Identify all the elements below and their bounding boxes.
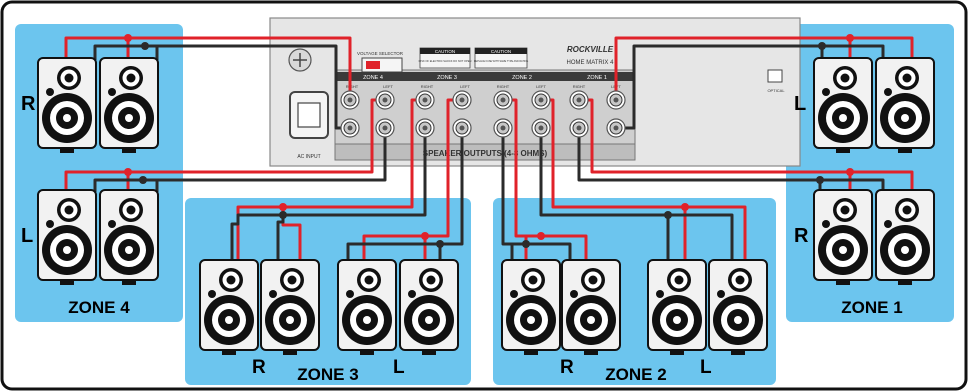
- speaker-zone1-l-2: [875, 57, 935, 154]
- terminal-zone3-left-neg: [452, 118, 472, 138]
- terminal-zone3-left-pos: [452, 90, 472, 110]
- zone4-top-letter: R: [21, 93, 36, 115]
- optical-port: [767, 69, 783, 83]
- ch3-right: RIGHT: [421, 84, 434, 89]
- zone4-bottom-letter: L: [21, 225, 33, 247]
- caution-1-title: CAUTION: [435, 49, 455, 54]
- terminal-zone2-left-neg: [531, 118, 551, 138]
- wire-zone2-r-neg-b: [512, 242, 572, 262]
- terminal-zone4-right-neg: [340, 118, 360, 138]
- zone1-top-letter: L: [794, 93, 806, 115]
- wire-zone2-r-pos-b: [526, 234, 588, 262]
- speaker-zone4-l-2: [99, 189, 159, 286]
- wire-zone2-r-neg: [501, 128, 514, 262]
- ch3-left: LEFT: [460, 84, 470, 89]
- wire-zone4-bot-neg-b: [143, 178, 159, 192]
- ch-zone4: ZONE 4: [363, 75, 383, 81]
- speaker-zone3-r-1: [199, 259, 259, 356]
- zone1-label: ZONE 1: [841, 298, 902, 317]
- terminal-zone4-left-pos: [375, 90, 395, 110]
- zone2-label: ZONE 2: [605, 365, 666, 384]
- ch1-right: RIGHT: [573, 84, 586, 89]
- wire-zone1-bot-neg: [577, 128, 885, 192]
- terminal-zone3-right-pos: [415, 90, 435, 110]
- wire-zone4-bot-neg: [93, 128, 387, 192]
- speaker-zone3-l-1: [337, 259, 397, 356]
- zone4-label: ZONE 4: [68, 298, 130, 317]
- terminal-zone2-right-pos: [493, 90, 513, 110]
- speaker-zone4-r-2: [99, 57, 159, 154]
- speaker-zone3-r-2: [260, 259, 320, 356]
- speaker-zone2-l-1: [647, 259, 707, 356]
- speaker-zone1-r-2: [875, 189, 935, 286]
- caution-2-title: CAUTION: [491, 49, 511, 54]
- brand-logo: ROCKVILLE: [567, 45, 614, 54]
- terminal-zone1-left-pos: [606, 90, 626, 110]
- voltage-selector-label: VOLTAGE SELECTOR: [357, 51, 404, 56]
- ch2-right: RIGHT: [497, 84, 510, 89]
- zone2-right-letter: L: [700, 357, 712, 378]
- speaker-zone1-l-1: [813, 57, 873, 154]
- speaker-zone4-l-1: [37, 189, 97, 286]
- terminal-zone1-left-neg: [606, 118, 626, 138]
- terminal-zone1-right-neg: [569, 118, 589, 138]
- speaker-zone2-r-2: [561, 259, 621, 356]
- wire-zone1-top-neg: [616, 44, 885, 130]
- wire-junctions: [124, 34, 854, 248]
- amplifier-rear-panel: SPEAKER OUTPUTS (4-8 OHMS) AC INPUT VOLT…: [269, 17, 801, 167]
- ch2-left: LEFT: [536, 84, 546, 89]
- terminal-zone4-left-neg: [375, 118, 395, 138]
- wire-zone2-l-neg-b: [668, 213, 734, 262]
- ch-zone3: ZONE 3: [437, 75, 457, 81]
- caution-1-text: RISK OF ELECTRIC SHOCK DO NOT OPEN: [419, 59, 472, 63]
- speaker-zone2-r-1: [501, 259, 561, 356]
- wire-zone1-top-pos: [614, 36, 914, 100]
- zone3-right-letter: L: [393, 357, 405, 378]
- speaker-zone2-l-2: [708, 259, 768, 356]
- speaker-zone3-l-2: [399, 259, 459, 356]
- zone2-left-letter: R: [560, 357, 574, 378]
- terminal-zone4-right-pos: [340, 90, 360, 110]
- terminal-zone2-left-pos: [531, 90, 551, 110]
- speaker-zone4-r-1: [37, 57, 97, 154]
- wire-zone4-top-pos: [64, 36, 352, 100]
- ch4-right: RIGHT: [346, 84, 359, 89]
- wire-zone3-l-neg: [346, 128, 464, 262]
- terminal-zone1-right-pos: [569, 90, 589, 110]
- ch4-left: LEFT: [383, 84, 393, 89]
- wire-zone3-r-neg: [230, 128, 427, 262]
- terminal-zone2-right-neg: [493, 118, 513, 138]
- zone3-label: ZONE 3: [297, 365, 358, 384]
- optical-label: OPTICAL: [767, 88, 785, 93]
- zone3-left-letter: R: [252, 357, 266, 378]
- caution-2-text: REPLACE FUSE WITH SAME TYPE AND RATING: [474, 60, 529, 63]
- zone1-bottom-letter: R: [794, 225, 809, 247]
- ac-input-label: AC INPUT: [297, 154, 320, 160]
- terminal-zone3-right-neg: [415, 118, 435, 138]
- wire-zone2-l-neg: [539, 128, 670, 262]
- ch-zone2: ZONE 2: [512, 75, 532, 81]
- speaker-outputs-label: SPEAKER OUTPUTS (4-8 OHMS): [423, 149, 548, 158]
- speaker-zone1-r-1: [813, 189, 873, 286]
- ch-zone1: ZONE 1: [587, 75, 607, 81]
- model-name: HOME MATRIX 4: [567, 60, 615, 66]
